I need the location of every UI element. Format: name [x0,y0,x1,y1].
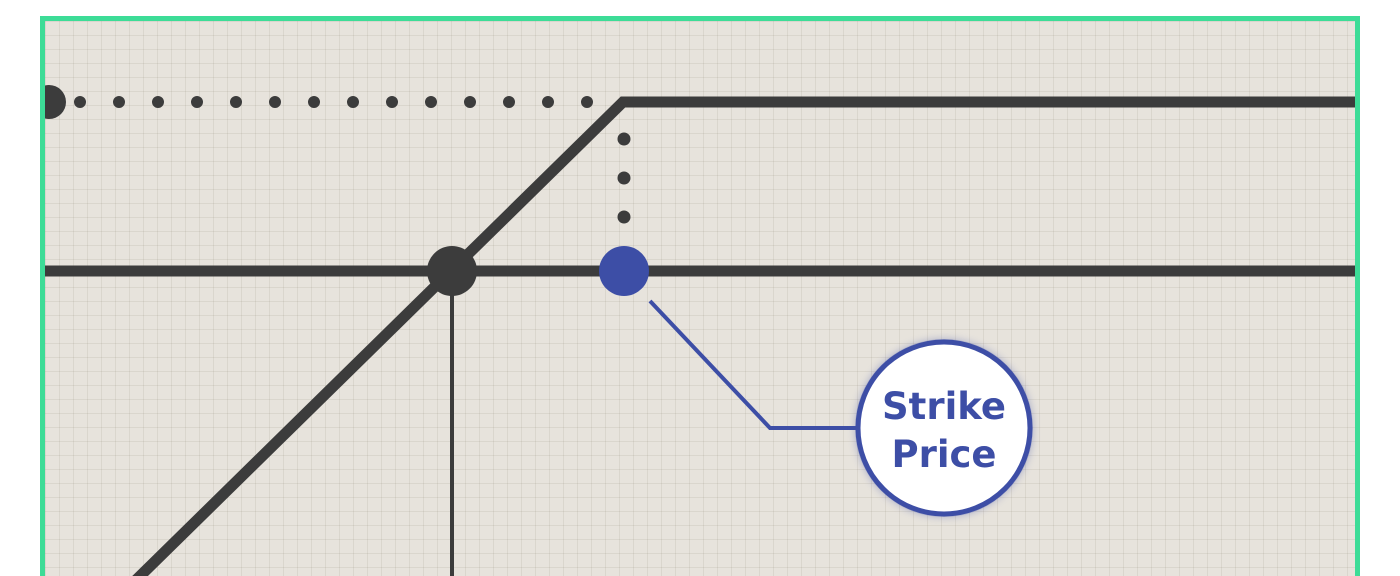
callout-circle [855,339,1033,517]
strike-price-callout: Strike Price [855,339,1033,517]
payoff-diagram: Strike Price [45,85,1355,576]
payoff-line [132,96,1355,576]
diagram-frame: Strike Price [40,16,1360,576]
callout-leader-line [648,299,860,430]
callout-label-line1: Strike [882,385,1006,428]
strike-price-dot [599,246,649,296]
left-cap-dot [45,85,66,119]
callout-label-line2: Price [891,433,996,476]
breakeven-dot [427,246,477,296]
